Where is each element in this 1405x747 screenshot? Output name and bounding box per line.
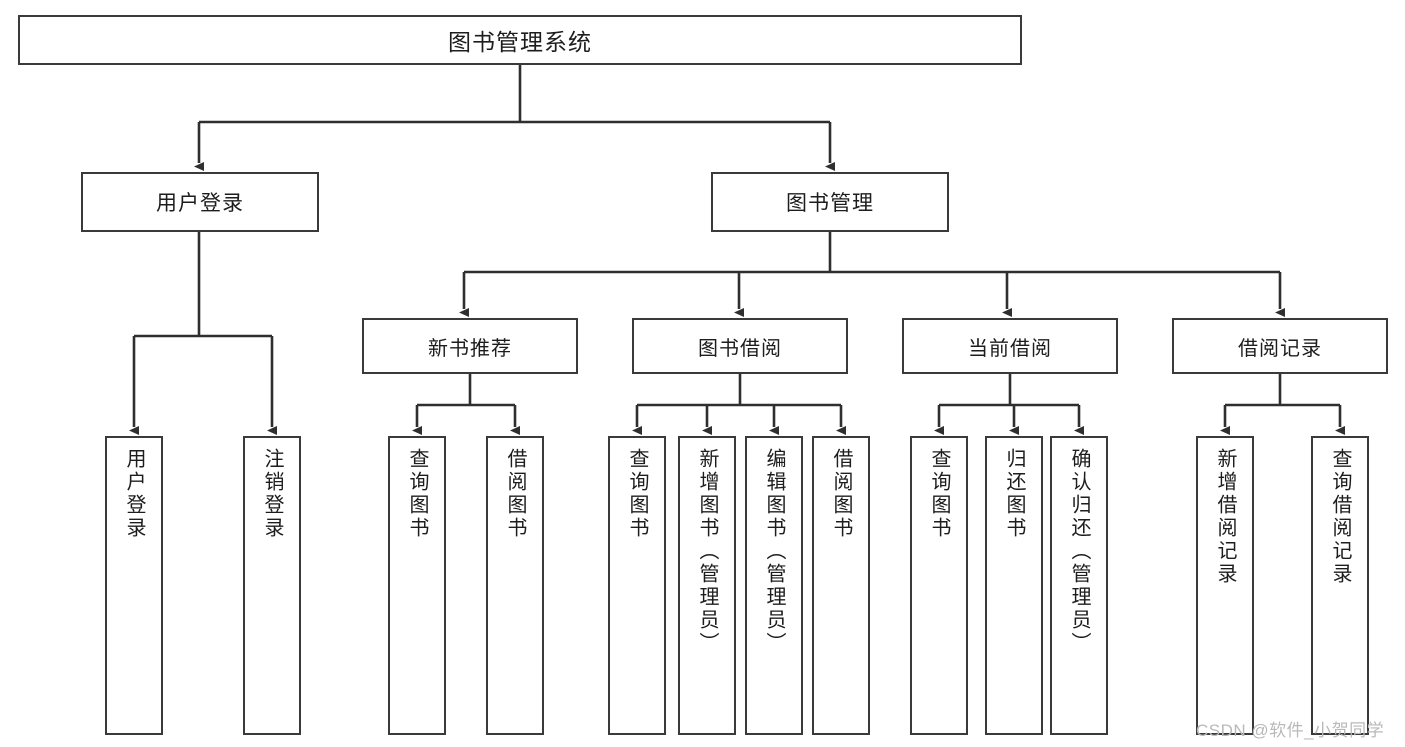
node-leaf-7[interactable]: 借阅图书 bbox=[812, 436, 870, 735]
node-label: 图书管理 bbox=[786, 192, 874, 215]
node-leaf-4[interactable]: 查询图书 bbox=[608, 436, 666, 735]
node-label: 查询借阅记录 bbox=[1329, 448, 1351, 586]
watermark-text: CSDN @软件_小贺同学 bbox=[1196, 721, 1385, 740]
node-level2-3[interactable]: 借阅记录 bbox=[1172, 318, 1388, 374]
node-label: 新书推荐 bbox=[428, 337, 512, 360]
node-level1-0[interactable]: 用户登录 bbox=[81, 172, 319, 232]
node-label: 当前借阅 bbox=[968, 337, 1052, 360]
node-level2-2[interactable]: 当前借阅 bbox=[902, 318, 1118, 374]
node-leaf-3[interactable]: 借阅图书 bbox=[486, 436, 544, 735]
node-label: 借阅记录 bbox=[1238, 337, 1322, 360]
node-leaf-6[interactable]: 编辑图书（管理员） bbox=[745, 436, 803, 735]
node-leaf-8[interactable]: 查询图书 bbox=[910, 436, 968, 735]
node-label: 图书借阅 bbox=[698, 337, 782, 360]
node-leaf-10[interactable]: 确认归还（管理员） bbox=[1050, 436, 1108, 735]
node-leaf-0[interactable]: 用户登录 bbox=[105, 436, 163, 735]
node-leaf-5[interactable]: 新增图书（管理员） bbox=[678, 436, 736, 735]
node-label: 新增借阅记录 bbox=[1214, 448, 1236, 586]
node-leaf-12[interactable]: 查询借阅记录 bbox=[1311, 436, 1369, 735]
node-label: 新增图书（管理员） bbox=[696, 448, 718, 655]
node-root[interactable]: 图书管理系统 bbox=[18, 15, 1022, 65]
node-label: 借阅图书 bbox=[504, 448, 526, 540]
node-label: 查询图书 bbox=[626, 448, 648, 540]
node-label: 图书管理系统 bbox=[448, 29, 592, 55]
node-label: 用户登录 bbox=[123, 448, 145, 540]
node-label: 查询图书 bbox=[928, 448, 950, 540]
node-level1-1[interactable]: 图书管理 bbox=[711, 172, 949, 232]
node-label: 注销登录 bbox=[261, 448, 283, 540]
node-label: 归还图书 bbox=[1003, 448, 1025, 540]
node-level2-1[interactable]: 图书借阅 bbox=[632, 318, 848, 374]
node-label: 查询图书 bbox=[406, 448, 428, 540]
node-label: 确认归还（管理员） bbox=[1068, 448, 1090, 655]
node-label: 借阅图书 bbox=[830, 448, 852, 540]
node-leaf-2[interactable]: 查询图书 bbox=[388, 436, 446, 735]
node-leaf-11[interactable]: 新增借阅记录 bbox=[1196, 436, 1254, 735]
node-level2-0[interactable]: 新书推荐 bbox=[362, 318, 578, 374]
node-leaf-1[interactable]: 注销登录 bbox=[243, 436, 301, 735]
node-label: 用户登录 bbox=[156, 192, 244, 215]
node-label: 编辑图书（管理员） bbox=[763, 448, 785, 655]
node-leaf-9[interactable]: 归还图书 bbox=[985, 436, 1043, 735]
